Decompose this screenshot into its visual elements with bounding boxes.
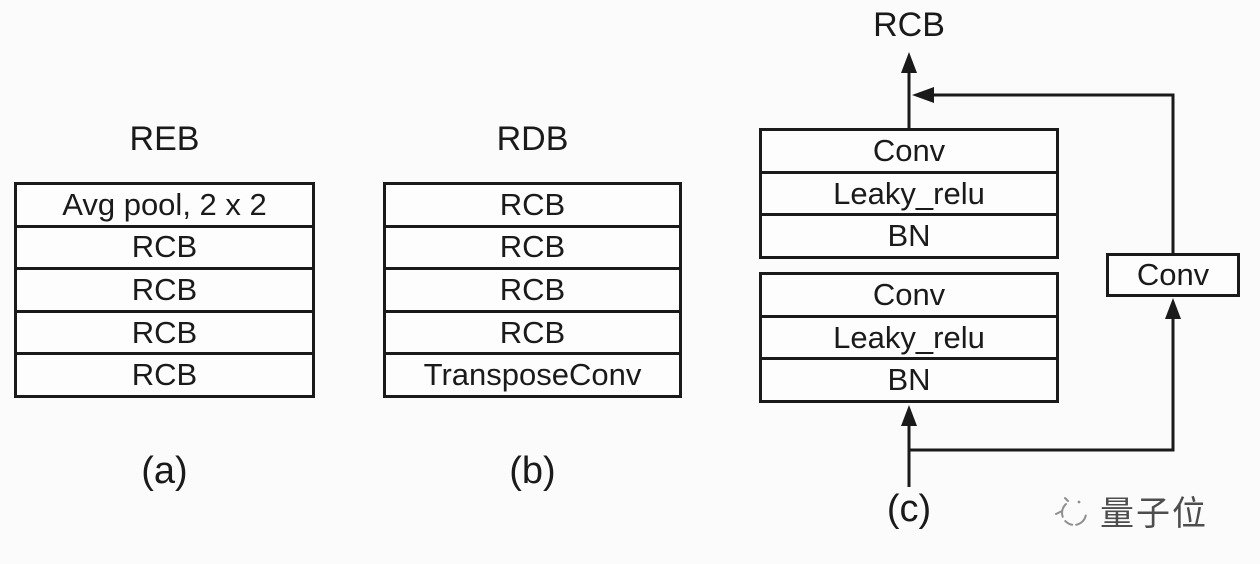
reb-row: Avg pool, 2 x 2 bbox=[62, 186, 267, 222]
qbitai-logo-icon bbox=[1055, 496, 1088, 526]
rdb-block: RCB RCB RCB RCB TransposeConv bbox=[383, 182, 682, 398]
reb-row: RCB bbox=[17, 352, 312, 395]
rcb-stack-2: Conv Leaky_relu BN bbox=[759, 272, 1059, 403]
reb-block: Avg pool, 2 x 2 RCB RCB RCB RCB bbox=[14, 182, 315, 398]
rcb-stack2-row: Conv bbox=[872, 276, 946, 312]
reb-row: RCB bbox=[17, 224, 312, 268]
rcb-side-conv-box: Conv bbox=[1106, 253, 1240, 297]
side-conv-arrowhead bbox=[1165, 298, 1181, 319]
reb-row: RCB bbox=[17, 267, 312, 310]
rcb-stack1-row: Leaky_relu bbox=[762, 170, 1056, 214]
watermark: 量子位 bbox=[1052, 486, 1208, 535]
rdb-row: RCB bbox=[386, 309, 679, 353]
caption-a: (a) bbox=[141, 450, 188, 492]
skip-arrowhead bbox=[912, 87, 934, 103]
rcb-stack1-row: Conv bbox=[872, 132, 946, 168]
rdb-row: RCB bbox=[499, 186, 566, 222]
input-arrowhead bbox=[901, 405, 917, 426]
rdb-row: RCB bbox=[386, 224, 679, 268]
output-arrowhead bbox=[901, 52, 917, 73]
rdb-row: RCB bbox=[386, 267, 679, 310]
reb-title: REB bbox=[129, 120, 200, 158]
watermark-text: 量子位 bbox=[1100, 495, 1208, 533]
rcb-title: RCB bbox=[873, 6, 945, 44]
caption-c: (c) bbox=[886, 488, 932, 530]
reb-row: RCB bbox=[17, 309, 312, 353]
rdb-title: RDB bbox=[496, 120, 569, 158]
rcb-stack2-row: Leaky_relu bbox=[762, 314, 1056, 358]
rcb-stack1-row: BN bbox=[762, 213, 1056, 256]
rcb-stack2-row: BN bbox=[762, 357, 1056, 400]
rcb-stack-1: Conv Leaky_relu BN bbox=[759, 128, 1059, 259]
rdb-row: TransposeConv bbox=[386, 352, 679, 395]
caption-b: (b) bbox=[509, 450, 556, 492]
